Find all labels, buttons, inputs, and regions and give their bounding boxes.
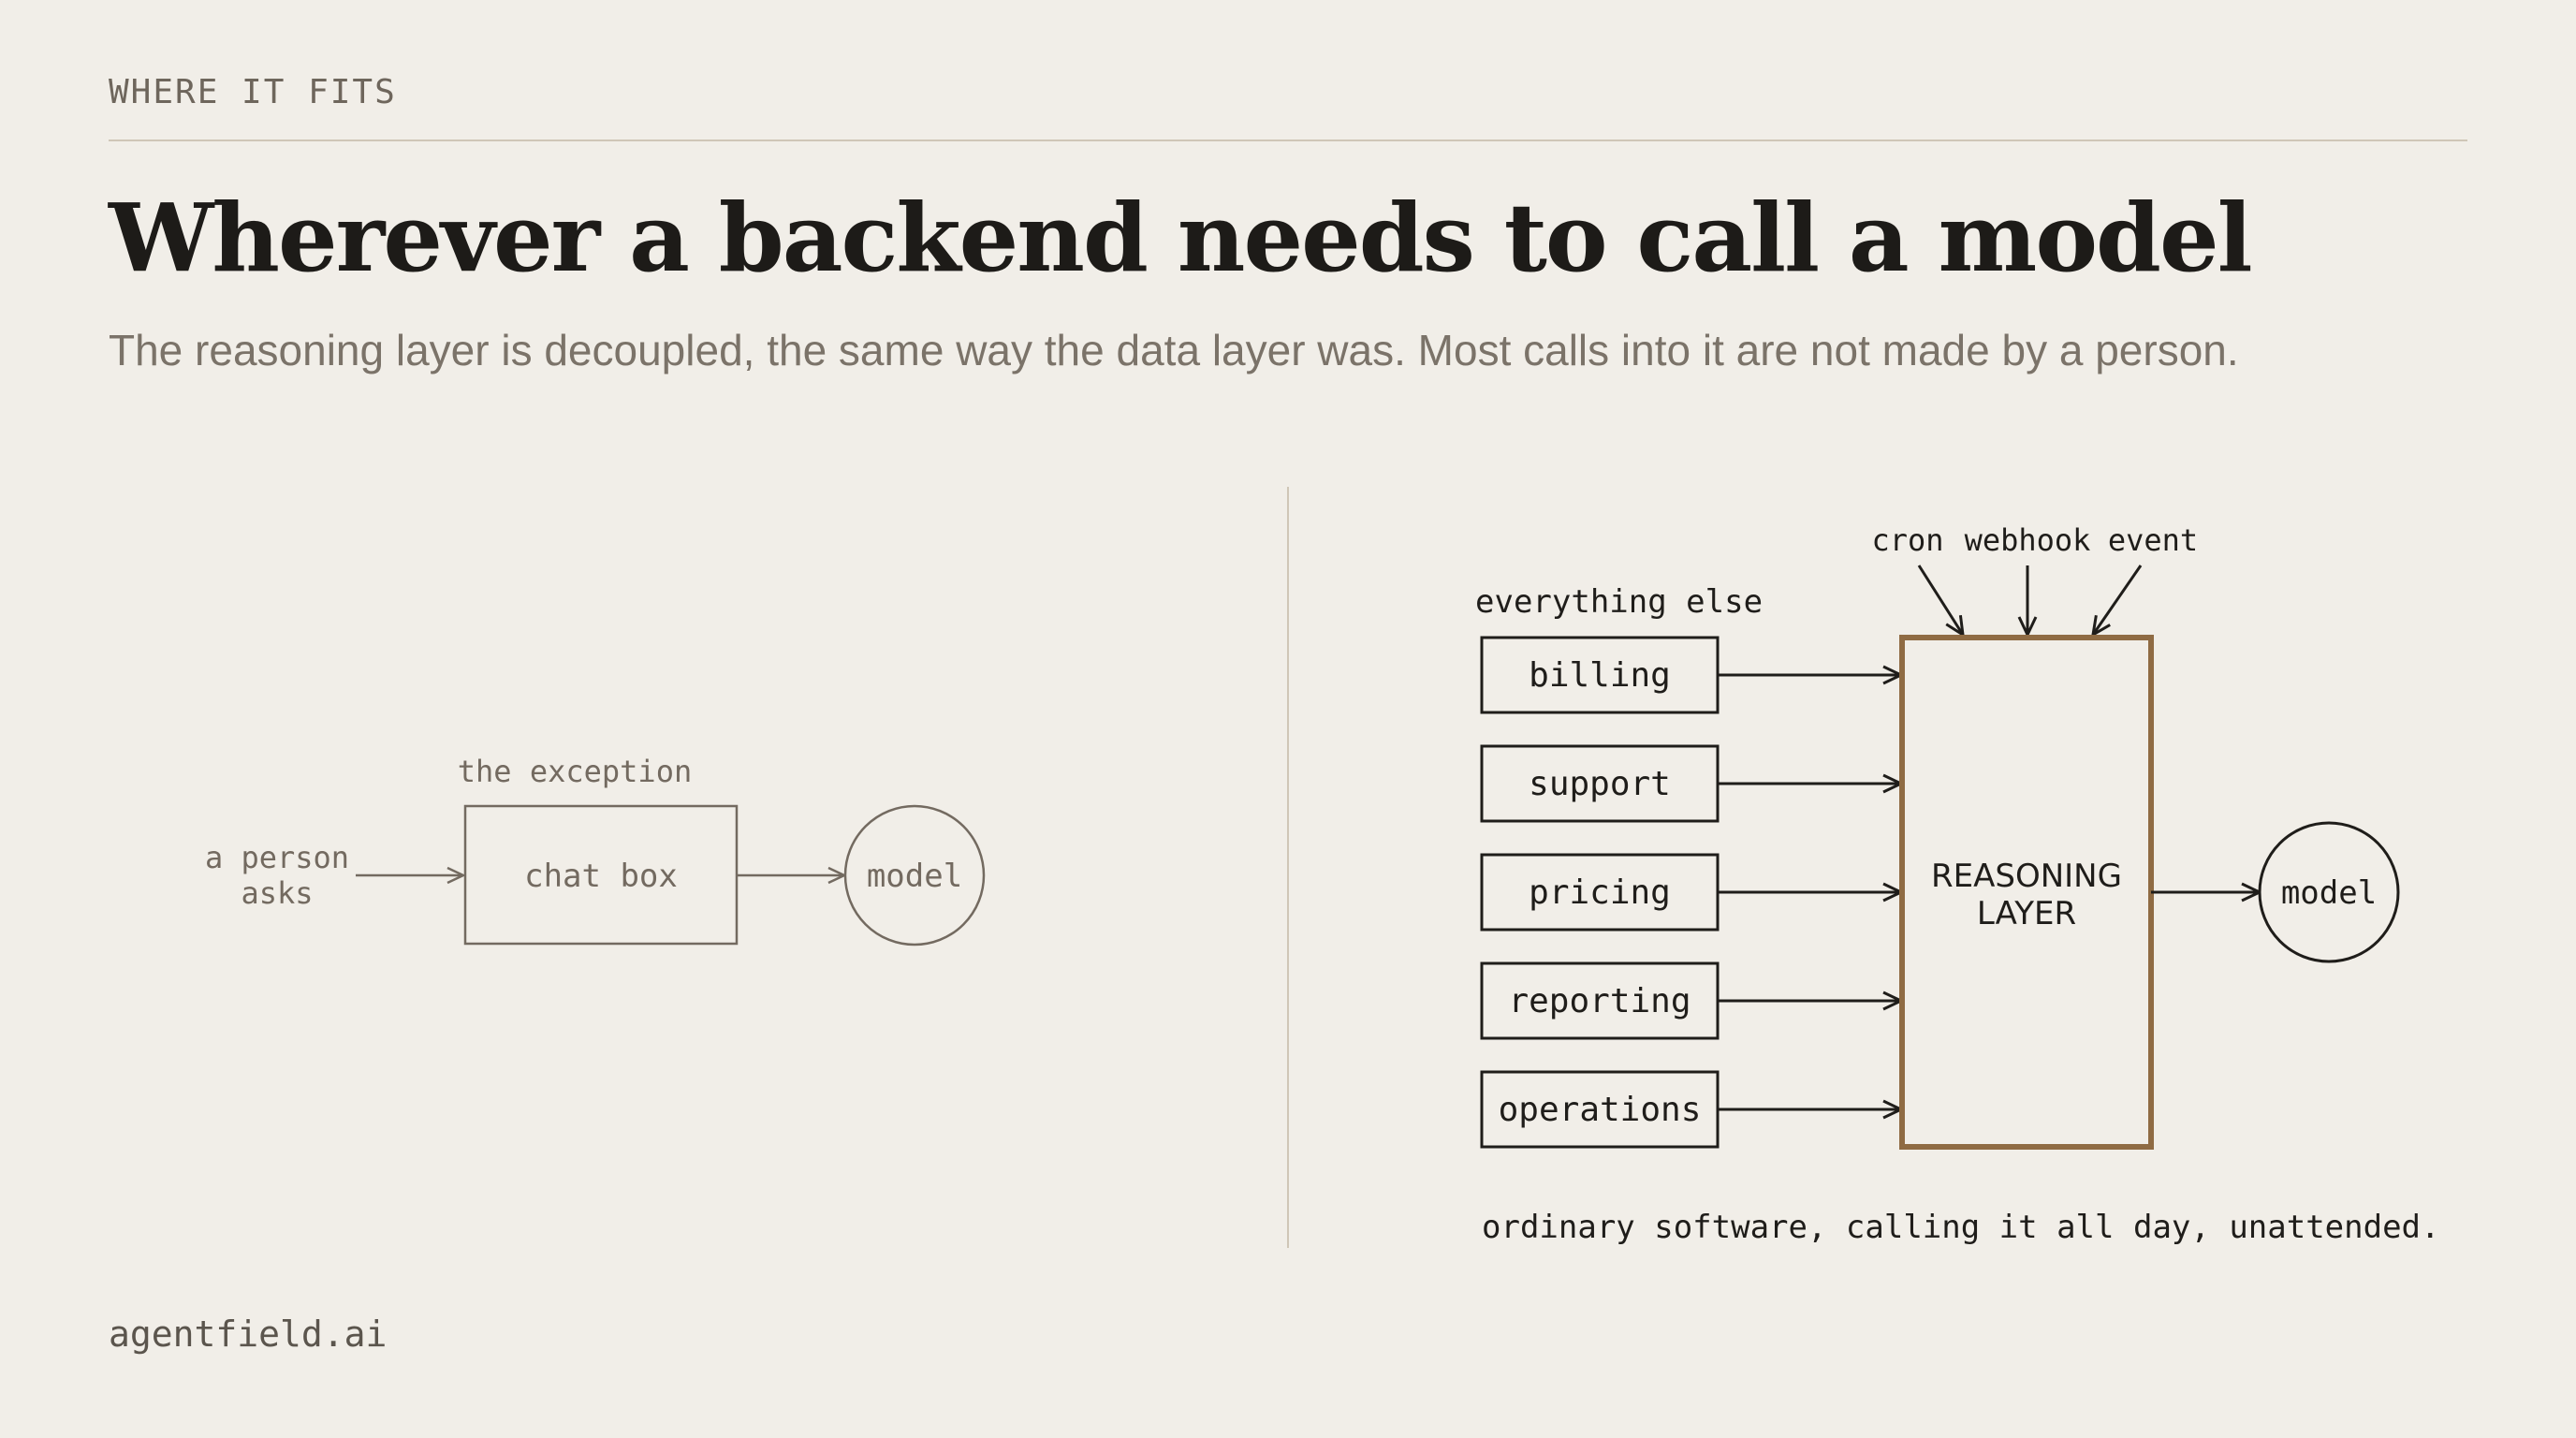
reasoning-layer-label-line1: REASONING — [1931, 858, 2122, 895]
header-divider — [109, 139, 2467, 141]
source-label-operations: operations — [1499, 1091, 1702, 1129]
cron-arrow — [1917, 565, 1963, 635]
exception-caption: the exception — [458, 754, 692, 789]
page-subtitle: The reasoning layer is decoupled, the sa… — [109, 326, 2239, 374]
group-caption: everything else — [1475, 583, 1763, 621]
event-arrow — [2093, 565, 2143, 635]
chat-box-label: chat box — [524, 858, 678, 895]
left-model-node — [843, 804, 986, 946]
footer-site: agentfield.ai — [109, 1313, 388, 1355]
source-label-reporting: reporting — [1508, 982, 1690, 1020]
reasoning-layer-label-line2: LAYER — [1977, 895, 2076, 932]
right-caption: ordinary software, calling it all day, u… — [1482, 1209, 2440, 1246]
source-label-support: support — [1529, 765, 1671, 803]
right-diagram: everything else billing support pricing … — [1475, 522, 2440, 1246]
left-model-label: model — [867, 858, 962, 895]
trigger-label-webhook: webhook — [1965, 522, 2091, 558]
left-diagram: a person asks the exception chat box mod… — [205, 754, 986, 946]
right-model-label: model — [2281, 874, 2377, 912]
right-model-node — [2258, 821, 2400, 963]
page-title: Wherever a backend needs to call a model — [109, 183, 2253, 293]
source-label-pricing: pricing — [1529, 873, 1671, 912]
section-eyebrow: WHERE IT FITS — [109, 73, 397, 111]
trigger-label-event: event — [2108, 522, 2198, 558]
person-label-line1: a person — [205, 840, 349, 875]
person-label-line2: asks — [241, 875, 313, 911]
source-label-billing: billing — [1529, 656, 1671, 695]
trigger-label-cron: cron — [1871, 522, 1943, 558]
